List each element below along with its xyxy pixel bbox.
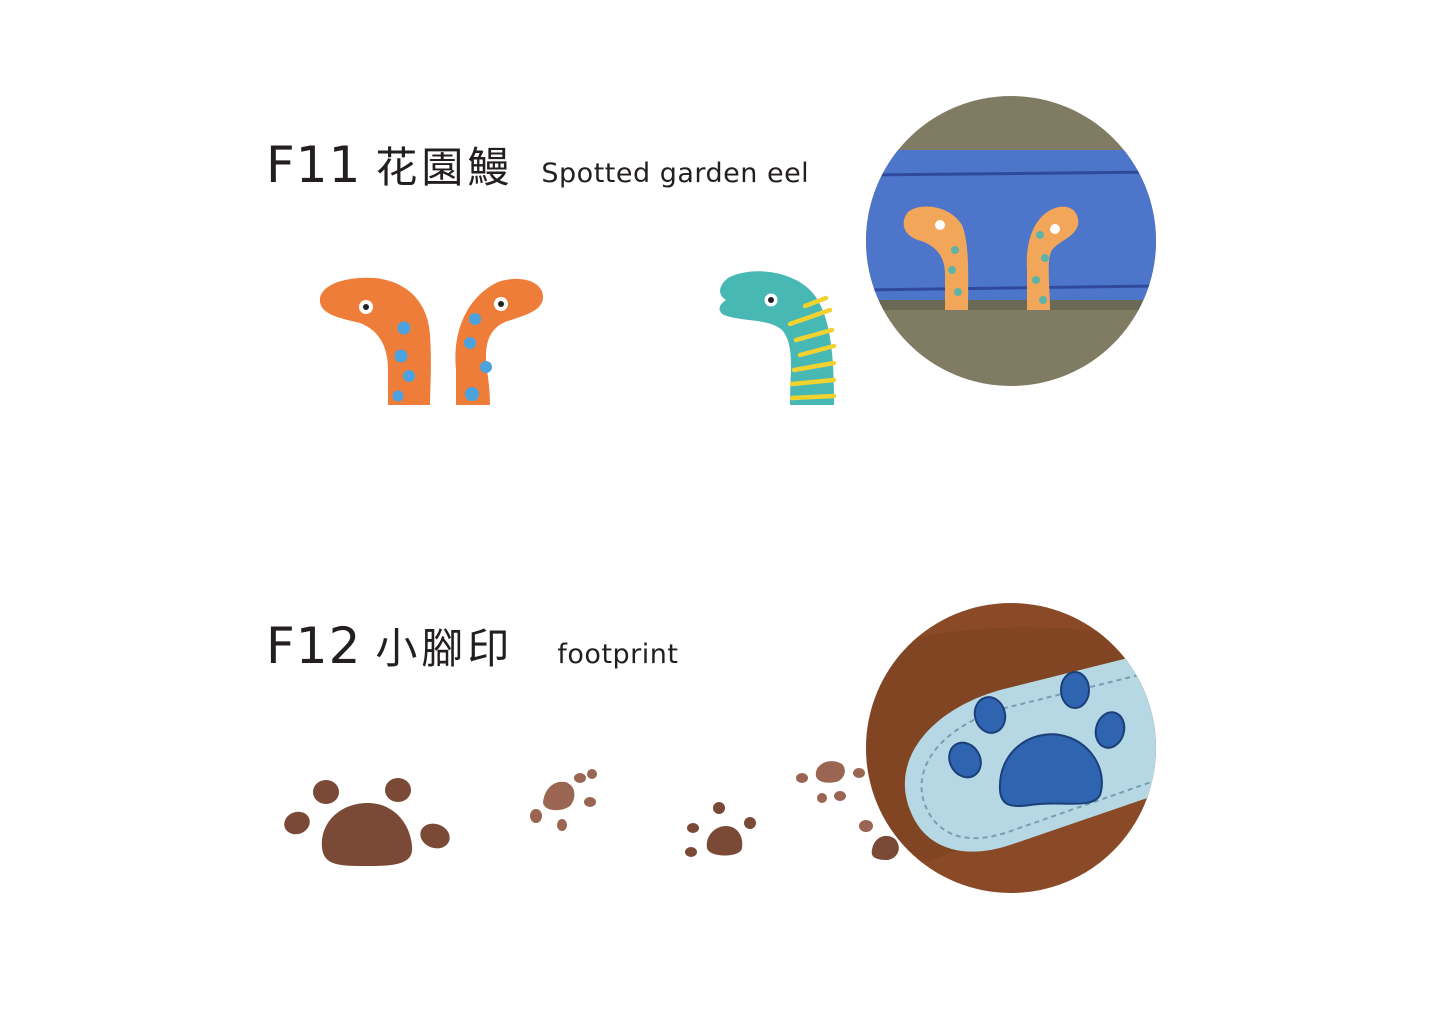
teal-striped-eel-illustration [719,271,837,405]
spot [465,387,479,401]
teal-eel-body [719,271,834,405]
item-name-zh: 花園鰻 [375,143,514,192]
spot [392,390,404,402]
item-f12-heading: F12 小腳印 footprint [266,615,678,676]
right-eel-pupil [498,301,504,307]
spot [397,321,411,335]
item-name-en: Spotted garden eel [541,158,810,189]
small-paw-print [530,769,597,831]
spot [480,361,492,373]
spot [394,349,408,363]
right-eel-body [455,278,544,405]
spot [469,313,481,325]
spot [464,337,476,349]
tiny-paw-print [685,802,756,857]
large-paw-print [284,778,450,866]
left-eel-pupil [363,304,369,310]
f11-product-photo [866,96,1156,386]
brown-paw-prints-illustration [284,761,899,866]
item-name-zh: 小腳印 [375,624,514,673]
orange-spotted-eel-pair-illustration [319,277,544,405]
item-code: F12 [266,617,362,675]
left-eel-body [319,277,431,405]
item-code: F11 [266,136,362,194]
f12-product-photo [866,603,1156,893]
spot [403,370,415,382]
paw-patch [948,671,1126,808]
teal-eel-pupil [768,297,774,303]
scattered-paw-print [796,761,899,860]
teal-eel-stripes [787,295,837,401]
item-name-en: footprint [557,639,679,670]
item-f11-heading: F11 花園鰻 Spotted garden eel [266,134,809,195]
